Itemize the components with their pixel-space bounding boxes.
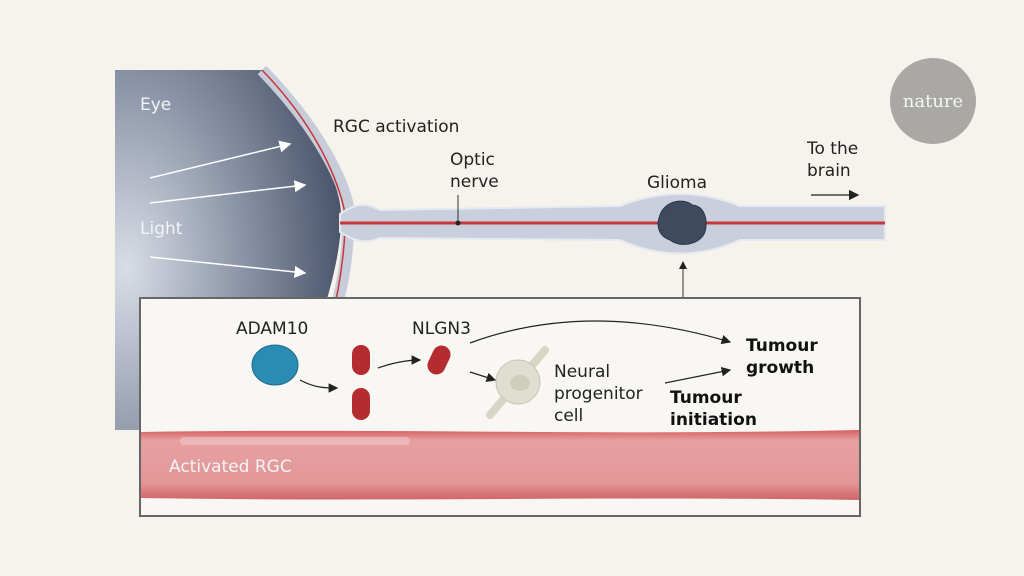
label-optic-nerve: Optic nerve <box>450 150 499 192</box>
glioma <box>657 200 707 245</box>
label-to-brain: To the brain <box>807 139 859 181</box>
label-nlgn3: NLGN3 <box>412 319 471 339</box>
neural-progenitor-cell <box>486 346 549 419</box>
label-activated-rgc: Activated RGC <box>169 457 292 477</box>
label-neural-progenitor: Neural progenitor cell <box>554 362 643 426</box>
optic-nerve <box>339 193 886 255</box>
label-tumour-growth: Tumour growth <box>746 336 818 378</box>
label-tumour-initiation: Tumour initiation <box>670 388 757 430</box>
label-adam10: ADAM10 <box>236 319 309 339</box>
adam10-protein <box>251 344 299 386</box>
label-eye: Eye <box>140 95 172 115</box>
activated-rgc-band <box>141 430 859 500</box>
nature-logo-text: nature <box>902 90 964 112</box>
label-light: Light <box>140 219 183 239</box>
label-glioma: Glioma <box>647 173 707 193</box>
nlgn3-protein <box>427 345 451 375</box>
light-arrows <box>149 140 307 278</box>
nlgn3-cleaved-top <box>352 345 370 375</box>
nlgn3-cleaved-bottom <box>352 388 370 420</box>
pathway-arrows <box>299 320 732 393</box>
label-rgc-activation: RGC activation <box>333 117 460 137</box>
nature-logo: nature <box>890 58 976 144</box>
